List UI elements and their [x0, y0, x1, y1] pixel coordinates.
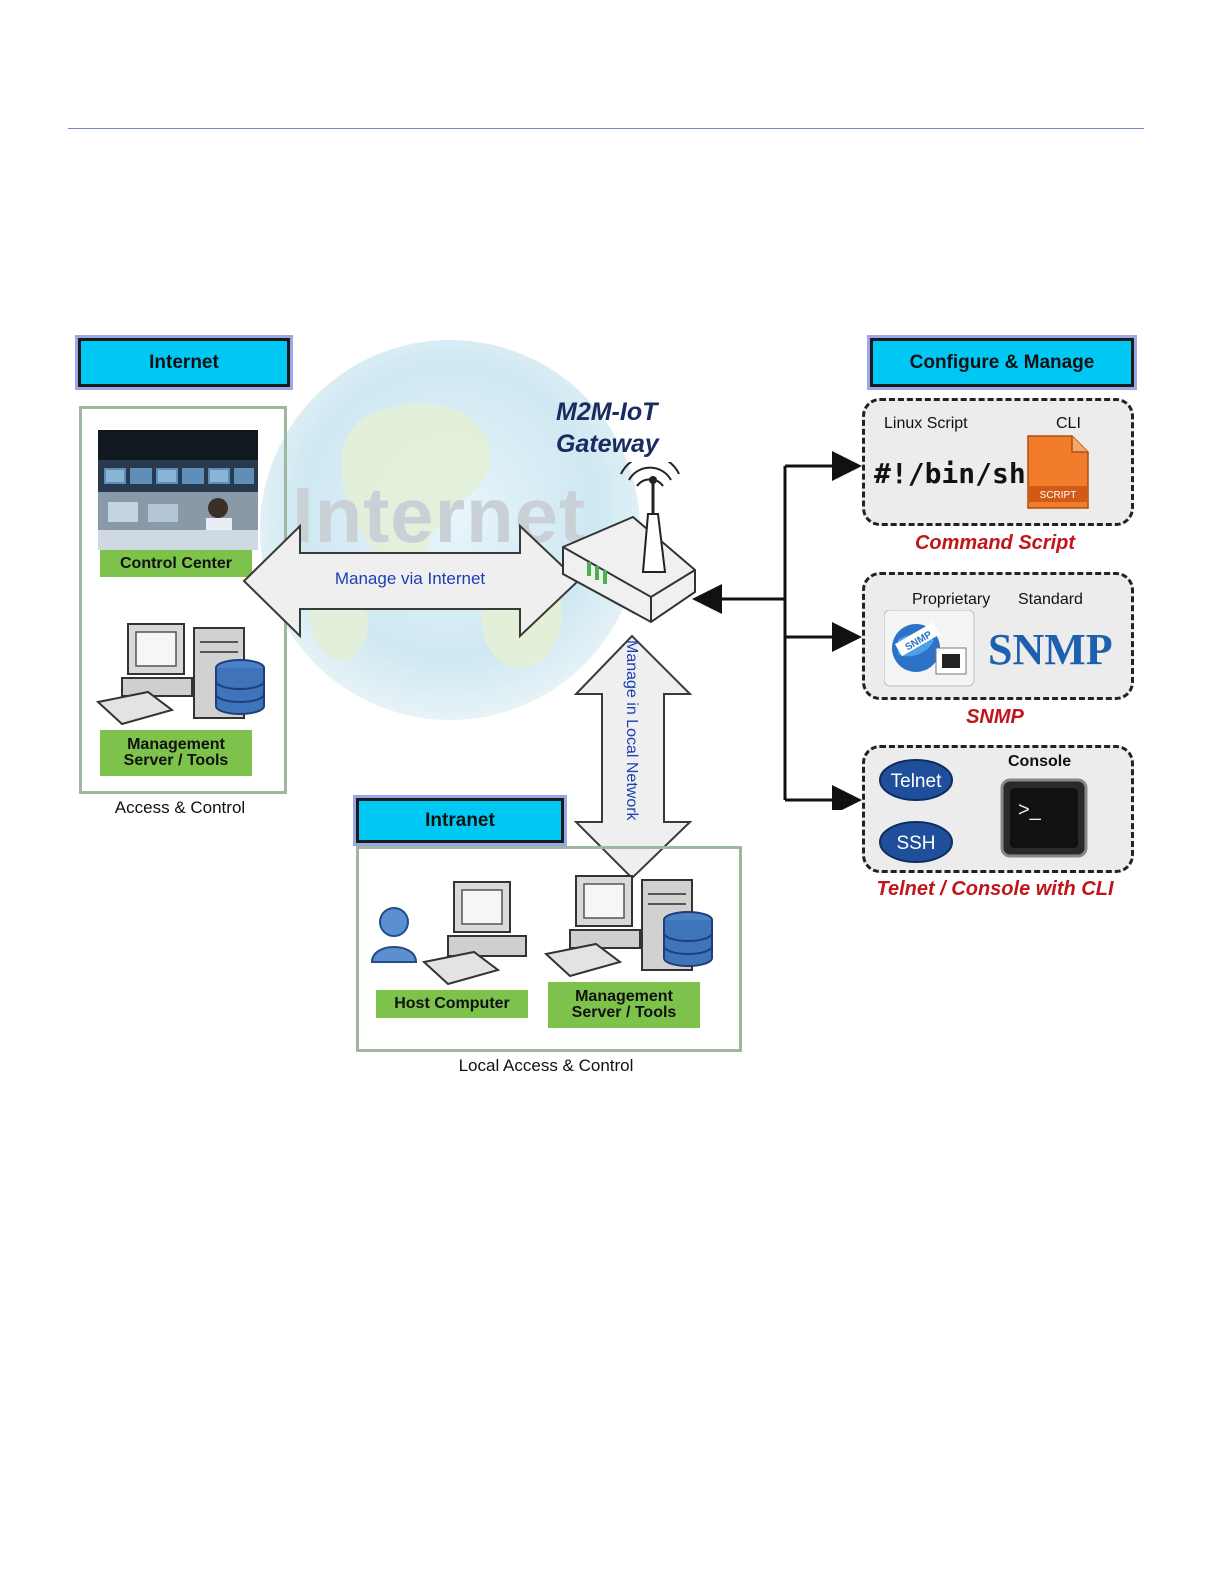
local-access-caption: Local Access & Control	[458, 1056, 634, 1075]
intranet-management-server-icon	[543, 875, 713, 978]
host-computer-icon	[370, 881, 527, 986]
top-rule	[68, 128, 1144, 129]
management-server-icon	[95, 623, 265, 726]
control-center-photo	[98, 430, 258, 550]
local-access-panel	[356, 846, 742, 1052]
intranet-management-label: Management Server / Tools	[548, 982, 700, 1028]
ssh-label: SSH	[896, 833, 935, 854]
config-connector-lines	[692, 451, 862, 810]
control-center-label: Control Center	[100, 550, 252, 577]
manage-via-internet-label: Manage via Internet	[334, 569, 486, 588]
shebang-text: #!/bin/sh	[874, 457, 1026, 490]
router-icon	[562, 462, 696, 624]
intranet-management-line1: Management	[575, 988, 673, 1005]
intranet-header: Intranet	[356, 798, 564, 843]
gateway-title: M2M-IoT Gateway	[556, 396, 659, 460]
linux-script-label: Linux Script	[884, 415, 968, 432]
terminal-prompt: >_	[1018, 799, 1042, 821]
management-label-line2: Server / Tools	[123, 752, 229, 769]
console-label: Console	[1008, 753, 1072, 770]
snmp-proprietary-icon: SNMP	[884, 610, 975, 687]
script-file-icon: SCRIPT	[1027, 435, 1089, 509]
host-computer-label: Host Computer	[376, 990, 528, 1018]
intranet-management-line2: Server / Tools	[571, 1004, 677, 1021]
gateway-title-line2: Gateway	[556, 430, 659, 458]
telnet-ssh-icons: Telnet SSH	[879, 759, 953, 863]
snmp-logo: SNMP	[988, 625, 1113, 674]
internet-header: Internet	[78, 338, 290, 387]
management-server-label: Management Server / Tools	[100, 730, 252, 776]
cli-label: CLI	[1056, 415, 1081, 432]
gateway-title-line1: M2M-IoT	[556, 398, 658, 426]
standard-label: Standard	[1018, 591, 1083, 608]
telnet-label: Telnet	[891, 771, 942, 792]
proprietary-label: Proprietary	[912, 591, 991, 608]
manage-local-network-label: Manage in Local Network	[623, 640, 640, 821]
access-control-caption: Access & Control	[114, 798, 246, 817]
telnet-console-caption: Telnet / Console with CLI	[876, 878, 1114, 900]
configure-manage-header: Configure & Manage	[870, 338, 1134, 387]
script-badge-text: SCRIPT	[1040, 490, 1077, 501]
command-script-caption: Command Script	[914, 532, 1076, 554]
management-label-line1: Management	[127, 736, 225, 753]
terminal-icon: >_	[1000, 778, 1088, 858]
snmp-caption: SNMP	[966, 706, 1024, 728]
